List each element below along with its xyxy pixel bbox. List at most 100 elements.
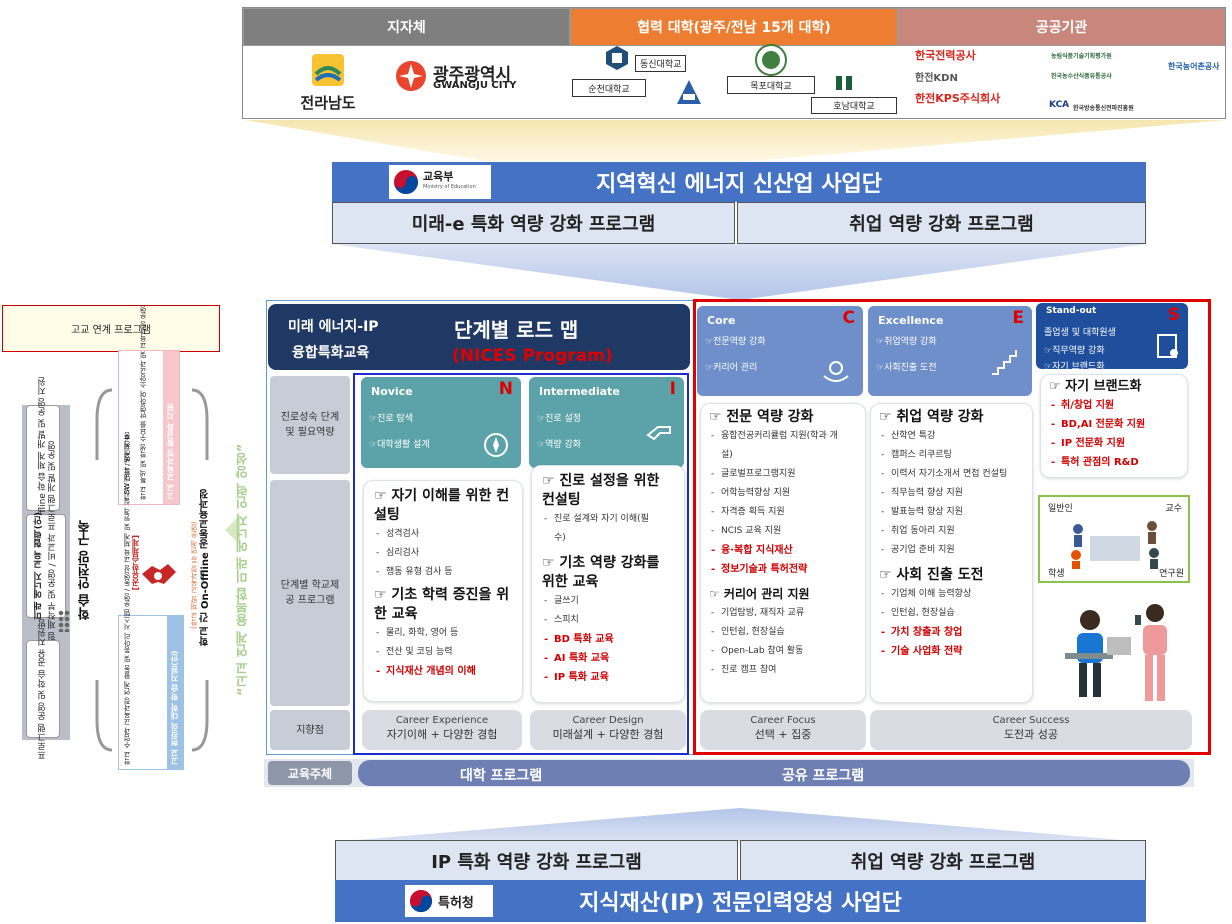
gwangju-en-label: GWANGJU CITY — [433, 80, 517, 91]
novice-h2: ☞ 기초 학력 증진을 위한 교육 — [374, 587, 510, 622]
public-kps: 한전KPS주식회사 — [915, 92, 1001, 105]
standout-item: IP 전문화 지원 — [1049, 434, 1179, 453]
jeonnam-emblem-icon — [312, 54, 344, 86]
excel-item: 공기업 준비 지원 — [879, 541, 1024, 560]
inter-item-highlight: IP 특화 교육 — [542, 668, 674, 687]
core-h2: ☞ 커리어 관리 지원 — [709, 587, 810, 601]
novice-item: 전산 및 코딩 능력 — [374, 643, 512, 662]
core-item: 인턴쉽, 현장실습 — [709, 623, 857, 642]
core-h1: ☞ 전문 역량 강화 — [709, 409, 814, 425]
gwangju-emblem-icon — [396, 61, 426, 91]
core-item: NCIS 교육 지원 — [709, 522, 857, 541]
left-mid-title: 학교 간 On-Offline 공동교육과정 — [200, 488, 211, 647]
hands-gear-icon — [823, 361, 849, 382]
univ-program-bar — [358, 760, 1190, 786]
univ-mokpo: 목포대학교 — [727, 76, 815, 94]
public-at: 한국농수산식품유통공사 — [1051, 73, 1112, 80]
univ-seal-icon — [755, 44, 787, 76]
moe-title: 지역혁신 에너지 신산업 사업단 — [595, 172, 883, 197]
illus-label-public: 일반인 — [1048, 504, 1073, 514]
moe-prog-right: 취업 역량 강화 프로그램 — [737, 202, 1146, 244]
excel-item-highlight: 가치 창출과 창업 — [879, 623, 1024, 642]
gwangju-label: 광주광역시 — [433, 65, 512, 85]
card-intermediate: ☞ 진로 설정을 위한 컨설팅 진로 설계와 자기 이해(필수) ☞ 기초 역량… — [531, 465, 685, 703]
certificate-icon — [1157, 334, 1178, 358]
left-mid-note: (학교 재량 교육과정 등 연계 운영) — [190, 521, 198, 629]
header-public: 공공기관 — [898, 8, 1225, 46]
brace-lines — [95, 388, 209, 752]
collab-illustration: 일반인 교수 학생 연구원 — [1038, 495, 1190, 583]
roadmap-map-sub: (NICES Program) — [452, 346, 613, 366]
left-quote: “고교 연계 융복합 미래 에너지 인력 양성” — [236, 443, 251, 697]
left-box-mid: 미래 에너지 교육 협력(안) 실험 실습 체험 제작부 및 운영 / 비교과 … — [26, 441, 66, 691]
roadmap-map-title: 단계별 로드 맵 — [454, 318, 579, 342]
left-title-box: 고교 연계 프로그램 — [2, 305, 220, 352]
left-dots — [58, 610, 70, 632]
ni-frame — [353, 373, 689, 755]
left-pink-body: 학교 특색 및 학생 수요를 반영하여 소양교과 및 교육과정 운영 — [139, 304, 147, 500]
kipo-title: 지식재산(IP) 전문인력양성 사업단 — [579, 891, 902, 916]
standout-item: BD,AI 전문화 지원 — [1049, 415, 1179, 434]
standout-item: 취/창업 지원 — [1049, 396, 1179, 415]
stairs-icon — [992, 350, 1017, 375]
card-core: ☞ 전문 역량 강화 융합전공커리큘럼 지원(학과 개설) 글로벌프로그램지원 … — [700, 403, 866, 703]
illus-label-researcher: 연구원 — [1159, 569, 1184, 579]
kipo-prog-left: IP 특화 역량 강화 프로그램 — [335, 840, 738, 882]
public-kca-full: 한국방송통신전파진흥원 — [1073, 105, 1134, 112]
inter-item-highlight: AI 특화 교육 — [542, 649, 674, 668]
taegeuk-icon — [409, 889, 433, 913]
standout-item: 특허 관점의 R&D — [1049, 453, 1179, 472]
left-box-share: 프로그램 운영 및 학습 공유 지원방 — [26, 619, 60, 759]
taegeuk-icon — [394, 170, 418, 194]
excel-item: 취업 동아리 지원 — [879, 522, 1024, 541]
kipo-prog-right: 취업 역량 강화 프로그램 — [740, 840, 1146, 882]
row-label-program: 단계별 학교제공 프로그램 — [270, 480, 350, 706]
public-ipet: 농림식품기술기획평가원 — [1051, 53, 1112, 60]
logo-jeonnam: 전라남도 — [293, 52, 363, 114]
ces-frame — [693, 299, 1211, 755]
card-excellence: ☞ 취업 역량 강화 산학연 특강 캠퍼스 리쿠르팅 이력서 자기소개서 면접 … — [870, 403, 1033, 703]
roadmap-title-box: 미래 에너지-IP 융합특화교육 단계별 로드 맵 (NICES Program… — [268, 304, 690, 370]
partners-table: 지자체 협력 대학(광주/전남 15개 대학) 공공기관 전라남도 광주광역시 … — [242, 7, 1226, 119]
card-standout: ☞ 자기 브랜드화 취/창업 지원 BD,AI 전문화 지원 IP 전문화 지원… — [1040, 374, 1188, 478]
excel-item: 발표능력 향상 지원 — [879, 503, 1024, 522]
card-novice: ☞ 자기 이해를 위한 컨설팅 성격검사 심리검사 행동 유형 검사 등 ☞ 기… — [363, 480, 523, 702]
univ-suncheon: 순천대학교 — [572, 79, 646, 97]
core-item: Open-Lab 참여 활동 — [709, 642, 857, 661]
logo-gwangju: 광주광역시 GWANGJU CITY — [395, 58, 535, 102]
inter-h1: ☞ 진로 설정을 위한 컨설팅 — [542, 473, 660, 508]
handshake-icon — [142, 564, 176, 584]
inter-h2: ☞ 기초 역량 강화를 위한 교육 — [542, 555, 660, 590]
left-blue-top: 고교 현장의 대학 학습 지원(안) — [167, 616, 183, 769]
kipo-banner: 특허청 지식재산(IP) 전문인력양성 사업단 — [335, 880, 1146, 922]
core-item: 진로 캠프 참여 — [709, 661, 857, 680]
excel-item: 이력서 자기소개서 면접 컨설팅 — [879, 465, 1009, 484]
left-pink-box: * SW 교육, 메이커 등 학교 특색 및 학생 수요를 반영하여 소양교과 … — [118, 304, 180, 505]
left-pink-top: 고교 교육과정 활성화 지원 — [163, 351, 179, 504]
core-item-highlight: 융·복합 지식재산 — [709, 541, 857, 560]
univ-emblem2-icon — [677, 80, 701, 104]
moe-logo-text: 교육부 — [423, 170, 454, 183]
public-kca: KCA — [1049, 100, 1070, 110]
novice-h1: ☞ 자기 이해를 위한 컨설팅 — [374, 488, 510, 523]
excel-item: 인턴쉽, 현장실습 — [879, 604, 1024, 623]
core-item: 어학능력향상 지원 — [709, 484, 857, 503]
excel-item: 직무능력 향상 지원 — [879, 484, 1024, 503]
novice-item: 물리, 화학, 영어 등 — [374, 624, 512, 643]
novice-item: 심리검사 — [374, 544, 512, 563]
moe-prog-left: 미래-e 특화 역량 강화 프로그램 — [332, 202, 735, 244]
excel-h1: ☞ 취업 역량 강화 — [879, 409, 984, 425]
row-label-stage: 진로성숙 단계 및 필요역량 — [270, 376, 350, 474]
core-item: 기업탐방, 재직자 교류 — [709, 604, 857, 623]
left-box-mid-a: 미래 에너지 교육 협력(안) — [34, 512, 44, 620]
core-item-highlight: 정보기술과 특허전략 — [709, 560, 857, 579]
tool-hand-icon — [646, 426, 671, 441]
left-box-off: On-Offline 학습 체계 개발 및 운영 지원 — [26, 377, 60, 539]
moe-logo-subtext: Ministry of Education — [423, 184, 476, 190]
